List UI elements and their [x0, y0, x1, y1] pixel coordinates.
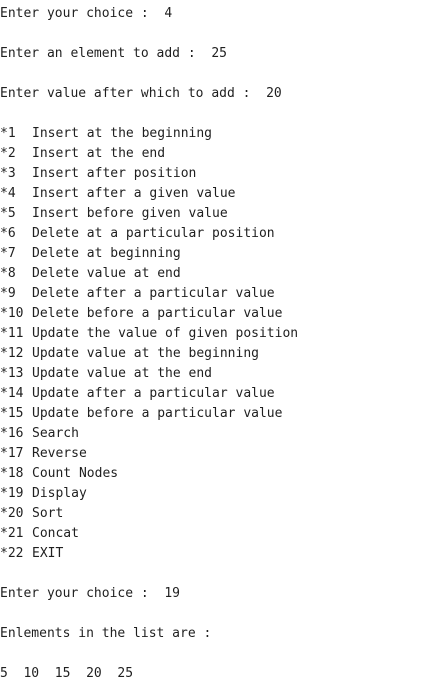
menu-item: *9 Delete after a particular value	[0, 284, 429, 304]
list-header: Enlements in the list are :	[0, 626, 212, 641]
menu-item-label: Update the value of given position	[32, 326, 299, 341]
menu-item-number: *16	[0, 426, 24, 441]
menu-item-label: Delete at a particular position	[32, 226, 275, 241]
after-value-prompt: Enter value after which to add : 20	[0, 86, 282, 101]
choice-prompt-second: Enter your choice : 19	[0, 586, 181, 601]
blank-line	[0, 644, 429, 664]
blank-line	[0, 604, 429, 624]
menu-item: *16 Search	[0, 424, 429, 444]
menu-item: *2 Insert at the end	[0, 144, 429, 164]
blank-line	[0, 564, 429, 584]
menu-item: *5 Insert before given value	[0, 204, 429, 224]
menu-item-number: *11	[0, 326, 24, 341]
menu-item-number: *22	[0, 546, 24, 561]
menu-item-number: *4	[0, 186, 16, 201]
menu-item-label: Insert after a given value	[32, 186, 236, 201]
menu-item-label: Search	[32, 426, 79, 441]
menu-item-label: Insert after position	[32, 166, 197, 181]
add-element-prompt: Enter an element to add : 25	[0, 46, 227, 61]
menu-item-label: Insert at the beginning	[32, 126, 213, 141]
blank-line	[0, 24, 429, 44]
menu-item-number: *20	[0, 506, 24, 521]
menu-item-label: Concat	[32, 526, 79, 541]
menu-item-label: Update value at the beginning	[32, 346, 259, 361]
menu-item: *6 Delete at a particular position	[0, 224, 429, 244]
menu-item: *21 Concat	[0, 524, 429, 544]
menu-item: *18 Count Nodes	[0, 464, 429, 484]
menu-item: *7 Delete at beginning	[0, 244, 429, 264]
menu-item: *3 Insert after position	[0, 164, 429, 184]
menu-item-number: *18	[0, 466, 24, 481]
menu-item-label: Update after a particular value	[32, 386, 275, 401]
choice-prompt: Enter your choice : 4	[0, 6, 173, 21]
menu-item-label: Count Nodes	[32, 466, 119, 481]
menu-item: *12 Update value at the beginning	[0, 344, 429, 364]
menu-item-label: EXIT	[32, 546, 64, 561]
menu-item: *20 Sort	[0, 504, 429, 524]
menu-item: *15 Update before a particular value	[0, 404, 429, 424]
menu-item-label: Delete before a particular value	[32, 306, 283, 321]
menu-item-label: Update value at the end	[32, 366, 213, 381]
terminal-output: Enter your choice : 4 Enter an element t…	[0, 4, 429, 684]
menu-list: *1 Insert at the beginning *2 Insert at th…	[0, 124, 429, 564]
menu-item: *19 Display	[0, 484, 429, 504]
menu-item-number: *3	[0, 166, 16, 181]
menu-item-number: *8	[0, 266, 16, 281]
menu-item-label: Reverse	[32, 446, 87, 461]
menu-item-number: *15	[0, 406, 24, 421]
menu-item: *10 Delete before a particular value	[0, 304, 429, 324]
menu-item-number: *19	[0, 486, 24, 501]
menu-item-number: *13	[0, 366, 24, 381]
menu-item-label: Sort	[32, 506, 64, 521]
blank-line	[0, 104, 429, 124]
menu-item-label: Delete after a particular value	[32, 286, 275, 301]
menu-item-number: *12	[0, 346, 24, 361]
menu-item-number: *9	[0, 286, 16, 301]
menu-item: *14 Update after a particular value	[0, 384, 429, 404]
menu-item-label: Update before a particular value	[32, 406, 283, 421]
menu-item-label: Delete at beginning	[32, 246, 181, 261]
list-values: 5 10 15 20 25	[0, 666, 134, 681]
menu-item: *8 Delete value at end	[0, 264, 429, 284]
menu-item-number: *2	[0, 146, 16, 161]
menu-item: *1 Insert at the beginning	[0, 124, 429, 144]
menu-item-number: *17	[0, 446, 24, 461]
menu-item-label: Delete value at end	[32, 266, 181, 281]
menu-item: *11 Update the value of given position	[0, 324, 429, 344]
menu-item: *22 EXIT	[0, 544, 429, 564]
menu-item-number: *21	[0, 526, 24, 541]
menu-item-number: *7	[0, 246, 16, 261]
blank-line	[0, 64, 429, 84]
menu-item: *4 Insert after a given value	[0, 184, 429, 204]
menu-item-number: *14	[0, 386, 24, 401]
menu-item-number: *1	[0, 126, 16, 141]
menu-item-number: *5	[0, 206, 16, 221]
menu-item-label: Insert at the end	[32, 146, 166, 161]
menu-item: *17 Reverse	[0, 444, 429, 464]
menu-item-number: *10	[0, 306, 24, 321]
menu-item-label: Display	[32, 486, 87, 501]
menu-item: *13 Update value at the end	[0, 364, 429, 384]
menu-item-number: *6	[0, 226, 16, 241]
menu-item-label: Insert before given value	[32, 206, 228, 221]
